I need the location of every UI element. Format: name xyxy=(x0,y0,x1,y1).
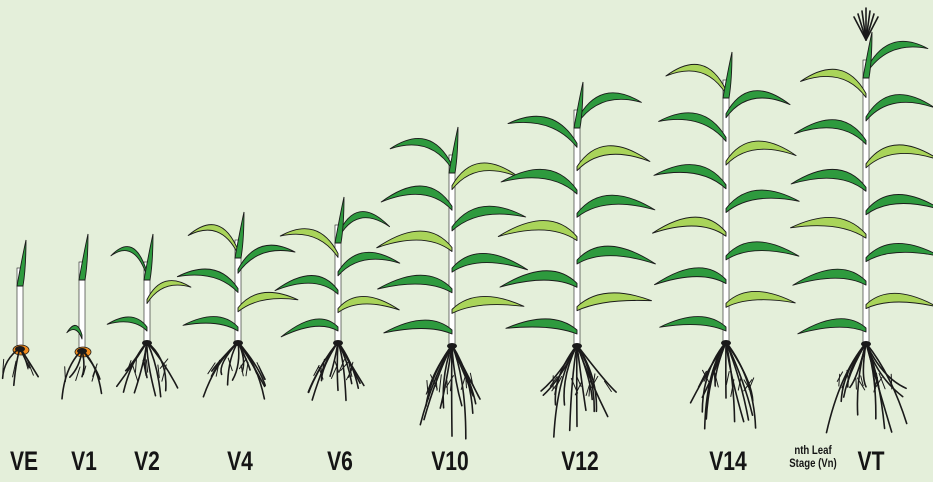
stage-label-v4: V4 xyxy=(227,446,253,477)
stage-label-v12: V12 xyxy=(561,446,598,477)
stage-label-v14: V14 xyxy=(709,446,746,477)
leaf xyxy=(111,247,147,276)
corn-plant-icon xyxy=(107,234,191,397)
leaf xyxy=(726,242,799,260)
leaf xyxy=(723,52,732,98)
leaf xyxy=(177,269,238,292)
leaf xyxy=(107,317,147,331)
leaf xyxy=(577,293,652,311)
leaf xyxy=(791,169,866,191)
leaf xyxy=(378,275,452,293)
corn-plant-icon xyxy=(653,52,800,429)
leaf xyxy=(452,206,526,231)
leaf xyxy=(238,245,295,273)
leaf xyxy=(577,195,655,217)
leaf xyxy=(338,296,399,312)
leaf xyxy=(654,165,726,189)
leaf xyxy=(390,138,452,169)
leaf xyxy=(500,271,577,288)
root-system-icon xyxy=(541,343,616,437)
leaf xyxy=(726,91,790,118)
tassel-icon xyxy=(854,8,878,40)
leaf xyxy=(866,95,933,121)
leaf xyxy=(866,195,933,215)
leaf xyxy=(79,234,88,280)
leaf xyxy=(506,319,577,334)
leaf xyxy=(147,281,191,304)
stage-label-v10: V10 xyxy=(431,446,468,477)
leaf xyxy=(338,252,400,276)
leaf xyxy=(655,268,726,285)
leaf xyxy=(863,32,872,78)
leaf xyxy=(381,186,452,210)
leaf xyxy=(449,127,458,173)
leaf xyxy=(791,217,866,238)
corn-plant-icon xyxy=(498,82,655,437)
stage-label-vt: VT xyxy=(858,446,885,477)
leaf xyxy=(452,163,519,190)
root-system-icon xyxy=(3,346,39,385)
root-system-icon xyxy=(827,341,907,433)
leaf xyxy=(384,320,452,334)
leaf xyxy=(653,217,726,236)
leaf xyxy=(577,146,650,171)
leaf xyxy=(508,116,577,147)
root-system-icon xyxy=(420,343,480,439)
leaf xyxy=(577,93,641,124)
leaf xyxy=(795,120,866,145)
corn-plant-icon xyxy=(62,234,102,399)
leaf xyxy=(866,41,928,74)
stage-label-v6: V6 xyxy=(327,446,353,477)
corn-plant-icon xyxy=(377,127,528,439)
leaf xyxy=(144,234,153,280)
leaf xyxy=(866,293,933,308)
stage-label-v2: V2 xyxy=(134,446,160,477)
leaf xyxy=(335,197,344,243)
leaf xyxy=(188,225,238,254)
leaf xyxy=(574,82,583,128)
leaf xyxy=(798,319,866,334)
corn-plant-icon xyxy=(791,8,933,433)
leaf xyxy=(281,319,338,337)
leaf xyxy=(726,141,796,165)
leaf xyxy=(660,317,726,331)
root-system-icon xyxy=(117,340,178,397)
leaf xyxy=(183,317,238,331)
leaf xyxy=(577,246,655,264)
leaf xyxy=(659,113,726,142)
stage-label-ve: VE xyxy=(10,446,38,477)
corn-plant-icon xyxy=(3,240,39,385)
root-system-icon xyxy=(203,340,265,399)
stage-label-v1: V1 xyxy=(71,446,97,477)
root-system-icon xyxy=(308,340,364,400)
leaf xyxy=(238,292,298,311)
leaf xyxy=(280,229,338,258)
leaf xyxy=(452,253,528,272)
leaf xyxy=(793,269,866,285)
leaf xyxy=(726,291,795,307)
leaf xyxy=(338,212,390,239)
leaf xyxy=(800,69,866,97)
leaf xyxy=(17,240,26,286)
leaf xyxy=(666,64,726,94)
nth-leaf-stage-note: nth Leaf Stage (Vn) xyxy=(789,444,836,470)
leaf xyxy=(235,212,244,258)
stem xyxy=(863,60,869,343)
leaf xyxy=(498,221,577,241)
root-system-icon xyxy=(691,340,756,429)
leaf xyxy=(452,296,524,313)
leaf xyxy=(866,145,933,168)
corn-plant-icon xyxy=(177,212,298,399)
leaf xyxy=(275,275,338,294)
note-line-2: Stage (Vn) xyxy=(789,457,836,470)
leaf xyxy=(377,231,452,251)
leaf xyxy=(866,243,933,261)
root-system-icon xyxy=(62,348,102,399)
leaf xyxy=(726,190,799,212)
